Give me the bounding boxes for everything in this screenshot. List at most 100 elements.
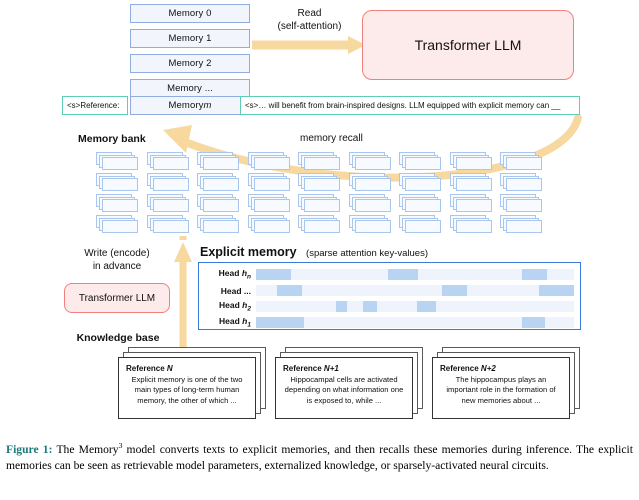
transformer-llm-top[interactable]: Transformer LLM bbox=[362, 10, 574, 80]
memory-bank-cell[interactable] bbox=[348, 173, 393, 192]
memory-bank-cell[interactable] bbox=[197, 152, 241, 171]
memory-bank-cell[interactable] bbox=[197, 173, 241, 192]
memory-bank-cell[interactable] bbox=[500, 173, 544, 192]
read-label-line1: Read bbox=[297, 8, 322, 19]
transformer-llm-bottom[interactable]: Transformer LLM bbox=[64, 283, 170, 313]
read-label: Read (self-attention) bbox=[252, 8, 367, 34]
memory-card-layer bbox=[203, 157, 239, 170]
memory-bank-cell[interactable] bbox=[399, 194, 443, 213]
memory-card-layer bbox=[203, 220, 239, 233]
memory-card-layer bbox=[203, 178, 239, 191]
reference-card[interactable]: Reference N Explicit memory is one of th… bbox=[118, 357, 256, 419]
write-arrow-lower bbox=[174, 242, 192, 350]
memory-bank-cell[interactable] bbox=[348, 215, 393, 234]
attention-head-label: Head hn bbox=[218, 268, 251, 281]
attention-head-row: Head hn bbox=[199, 267, 580, 282]
figure-diagram: Memory 0 Memory 1 Memory 2 Memory ... Me… bbox=[62, 4, 582, 419]
memory-card-layer bbox=[455, 199, 492, 212]
attention-head-label: Head h1 bbox=[219, 316, 251, 329]
memory-bank-cell[interactable] bbox=[197, 194, 241, 213]
caption-text-after: model converts texts to explicit memorie… bbox=[6, 442, 633, 473]
write-label: Write (encode) in advance bbox=[62, 248, 172, 274]
memory-card-layer bbox=[102, 178, 138, 191]
memory-card-layer bbox=[354, 199, 391, 212]
write-label-line2: in advance bbox=[92, 260, 142, 272]
reference-card[interactable]: Reference N+1 Hippocampal cells are acti… bbox=[275, 357, 413, 419]
memory-bank-cell[interactable] bbox=[146, 173, 191, 192]
memory-box-1[interactable]: Memory 1 bbox=[130, 29, 250, 48]
memory-bank-cell[interactable] bbox=[449, 173, 494, 192]
memory-bank-cell[interactable] bbox=[449, 152, 494, 171]
memory-bank-cell[interactable] bbox=[146, 194, 191, 213]
memory-bank-cell[interactable] bbox=[197, 215, 241, 234]
memory-bank-cell[interactable] bbox=[298, 215, 342, 234]
memory-card-layer bbox=[152, 199, 189, 212]
reference-card-stack-0[interactable]: Reference N Explicit memory is one of th… bbox=[118, 347, 266, 419]
attention-key-value-segment bbox=[276, 285, 303, 296]
memory-bank-cell[interactable] bbox=[96, 152, 140, 171]
memory-bank-cell[interactable] bbox=[348, 194, 393, 213]
memory-card-layer bbox=[253, 157, 290, 170]
memory-card-layer bbox=[304, 199, 340, 212]
attention-head-track bbox=[256, 285, 574, 296]
memory-card-layer bbox=[102, 199, 138, 212]
memory-box-0[interactable]: Memory 0 bbox=[130, 4, 250, 23]
reference-card-stack-1[interactable]: Reference N+1 Hippocampal cells are acti… bbox=[275, 347, 423, 419]
memory-bank-cell[interactable] bbox=[298, 173, 342, 192]
figure-caption: Figure 1: The Memory3 model converts tex… bbox=[6, 441, 633, 475]
attention-key-value-segment bbox=[387, 269, 419, 280]
memory-card-layer bbox=[253, 220, 290, 233]
memory-bank-cell[interactable] bbox=[247, 173, 292, 192]
memory-bank-cell[interactable] bbox=[298, 194, 342, 213]
memory-bank-cell[interactable] bbox=[247, 194, 292, 213]
memory-bank-cell[interactable] bbox=[96, 215, 140, 234]
attention-key-value-segment bbox=[256, 269, 291, 280]
memory-bank-cell[interactable] bbox=[500, 194, 544, 213]
memory-bank-cell[interactable] bbox=[146, 152, 191, 171]
memory-card-layer bbox=[253, 178, 290, 191]
memory-card-layer bbox=[405, 157, 441, 170]
attention-head-row: Head h1 bbox=[199, 315, 580, 330]
memory-card-layer bbox=[506, 178, 542, 191]
memory-bank-cell[interactable] bbox=[146, 215, 191, 234]
attention-head-label: Head ... bbox=[220, 285, 251, 296]
reference-card-title: Reference N bbox=[126, 364, 173, 373]
reference-card-body: Hippocampal cells are activated dependin… bbox=[284, 375, 404, 405]
memory-bank-cell[interactable] bbox=[298, 152, 342, 171]
memory-card-layer bbox=[102, 220, 138, 233]
memory-bank-cell[interactable] bbox=[500, 215, 544, 234]
attention-key-value-segment bbox=[335, 301, 347, 312]
memory-bank-cell[interactable] bbox=[96, 194, 140, 213]
memory-card-layer bbox=[152, 220, 189, 233]
memory-bank-cell[interactable] bbox=[247, 152, 292, 171]
memory-card-layer bbox=[304, 157, 340, 170]
memory-bank-cell[interactable] bbox=[96, 173, 140, 192]
memory-bank-cell[interactable] bbox=[449, 215, 494, 234]
memory-bank-cell[interactable] bbox=[449, 194, 494, 213]
memory-bank-cell[interactable] bbox=[500, 152, 544, 171]
reference-token-box[interactable]: <s>Reference: bbox=[62, 96, 128, 115]
reference-card-body: Explicit memory is one of the two main t… bbox=[131, 375, 243, 405]
read-arrow bbox=[252, 36, 366, 54]
attention-head-label: Head h2 bbox=[219, 300, 251, 313]
attention-key-value-segment bbox=[362, 301, 377, 312]
reference-card[interactable]: Reference N+2 The hippocampus plays an i… bbox=[432, 357, 570, 419]
memory-card-layer bbox=[152, 178, 189, 191]
explicit-memory-heading: Explicit memory (sparse attention key-va… bbox=[200, 243, 530, 259]
memory-box-m[interactable]: Memory m bbox=[130, 96, 250, 115]
memory-card-layer bbox=[354, 220, 391, 233]
query-token-box[interactable]: <s>… will benefit from brain-inspired de… bbox=[240, 96, 580, 115]
explicit-memory-title: Explicit memory bbox=[200, 245, 297, 259]
memory-bank-cell[interactable] bbox=[399, 173, 443, 192]
attention-head-track bbox=[256, 317, 574, 328]
memory-bank-cell[interactable] bbox=[399, 152, 443, 171]
reference-card-stack-2[interactable]: Reference N+2 The hippocampus plays an i… bbox=[432, 347, 580, 419]
memory-card-layer bbox=[102, 157, 138, 170]
write-label-line1: Write (encode) bbox=[84, 248, 150, 259]
knowledge-base-label: Knowledge base bbox=[76, 332, 160, 344]
memory-bank-cell[interactable] bbox=[399, 215, 443, 234]
memory-card-layer bbox=[405, 199, 441, 212]
memory-box-2[interactable]: Memory 2 bbox=[130, 54, 250, 73]
memory-bank-cell[interactable] bbox=[247, 215, 292, 234]
memory-bank-cell[interactable] bbox=[348, 152, 393, 171]
